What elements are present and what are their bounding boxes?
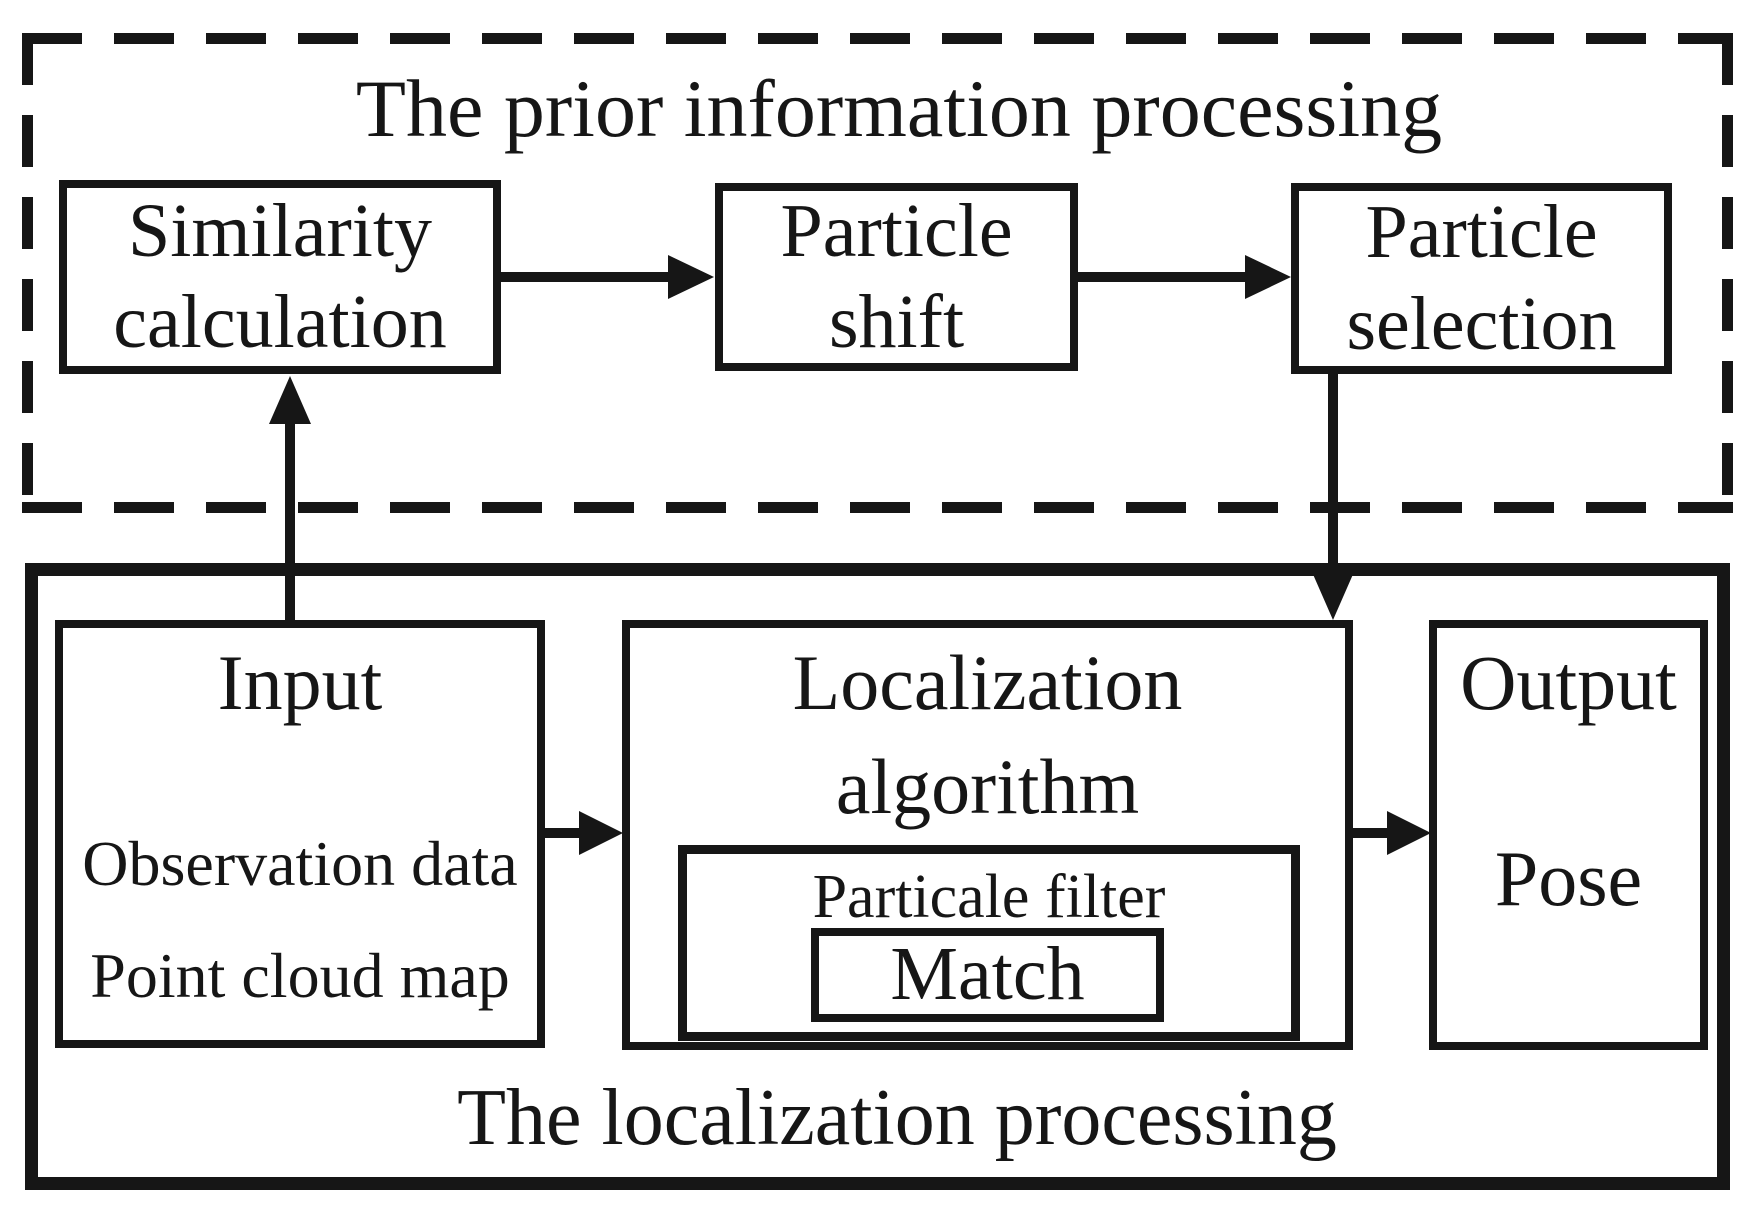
- output-box: [1429, 620, 1708, 1050]
- arrow-shaft: [1353, 828, 1393, 838]
- arrow-head-right-icon: [668, 255, 714, 299]
- particle-shift-box: Particle shift: [715, 183, 1078, 371]
- arrow-head-right-icon: [1387, 811, 1431, 855]
- arrow-head-down-icon: [1312, 572, 1354, 620]
- localization-algorithm-line1: Localization: [792, 639, 1183, 726]
- particle-shift-line2: shift: [828, 280, 965, 364]
- particle-shift-line1: Particle: [780, 188, 1013, 273]
- output-value-pose: Pose: [1494, 835, 1643, 922]
- input-box: [55, 620, 545, 1048]
- similarity-calculation-line1: Similarity: [128, 188, 432, 273]
- particle-filter-label: Particale filter: [812, 863, 1166, 931]
- input-item-point-cloud-map: Point cloud map: [90, 940, 510, 1011]
- arrow-shaft: [545, 828, 585, 838]
- arrow-shaft: [285, 420, 295, 620]
- arrow-head-right-icon: [1245, 255, 1291, 299]
- localization-algorithm-line2: algorithm: [835, 743, 1140, 830]
- similarity-calculation-line2: calculation: [113, 280, 447, 364]
- particle-selection-line2: selection: [1346, 281, 1617, 366]
- particle-selection-box: Particle selection: [1291, 183, 1672, 374]
- arrow-shaft: [1078, 272, 1248, 282]
- dashed-border-left: [22, 33, 33, 513]
- arrow-shaft: [501, 272, 671, 282]
- match-label: Match: [890, 932, 1085, 1017]
- output-title: Output: [1460, 639, 1677, 726]
- input-item-observation-data: Observation data: [82, 828, 518, 899]
- arrow-shaft: [1328, 374, 1338, 576]
- similarity-calculation-box: Similarity calculation: [59, 180, 501, 374]
- match-box: Match: [811, 928, 1164, 1022]
- dashed-border-bottom: [22, 502, 1733, 513]
- particle-selection-line1: Particle: [1365, 190, 1598, 275]
- arrow-head-up-icon: [269, 376, 311, 424]
- dashed-border-right: [1722, 33, 1733, 513]
- dashed-border-top: [22, 33, 1733, 44]
- localization-section-title: The localization processing: [457, 1074, 1337, 1162]
- arrow-head-right-icon: [579, 811, 623, 855]
- prior-section-title: The prior information processing: [355, 63, 1443, 154]
- input-title: Input: [217, 639, 383, 726]
